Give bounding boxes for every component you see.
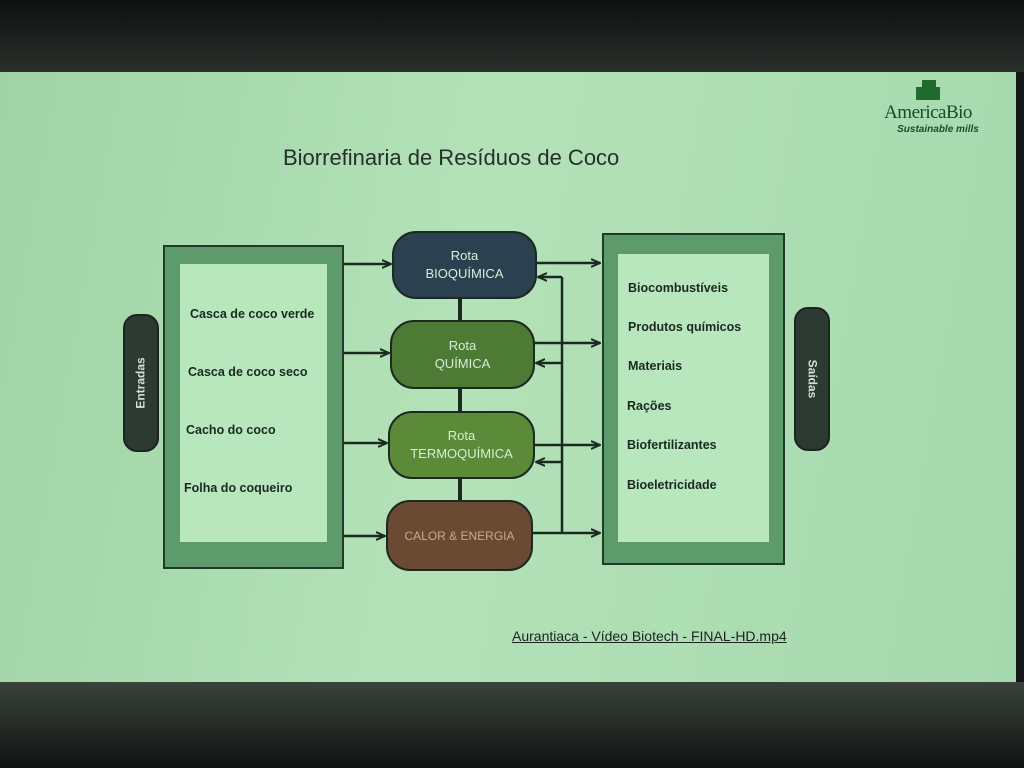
outputs-box: Biocombustíveis Produtos químicos Materi… xyxy=(602,233,785,565)
output-item: Biofertilizantes xyxy=(627,438,717,452)
route-line1: Rota xyxy=(447,428,476,443)
input-item: Casca de coco verde xyxy=(190,307,315,321)
route-line2: TERMOQUÍMICA xyxy=(410,446,513,461)
inputs-list: Casca de coco verde Casca de coco seco C… xyxy=(180,264,327,542)
slide-title: Biorrefinaria de Resíduos de Coco xyxy=(283,145,620,170)
output-item: Rações xyxy=(627,399,672,413)
outputs-list: Biocombustíveis Produtos químicos Materi… xyxy=(618,254,769,542)
route-label: CALOR & ENERGIA xyxy=(404,528,515,543)
room-background-bottom xyxy=(0,682,1024,768)
output-item: Bioeletricidade xyxy=(627,478,717,492)
inputs-label-pill: Entradas xyxy=(123,314,159,452)
route-line2: QUÍMICA xyxy=(434,355,491,371)
outputs-label: Saídas xyxy=(805,359,820,399)
logo-name: AmericaBio xyxy=(884,102,972,123)
output-item: Biocombustíveis xyxy=(628,281,729,295)
logo-icon xyxy=(914,80,942,100)
route-termoquimica: Rota TERMOQUÍMICA xyxy=(388,411,535,479)
inputs-box: Casca de coco verde Casca de coco seco C… xyxy=(163,245,344,569)
route-line1: Rota xyxy=(448,337,477,353)
route-line2: BIOQUÍMICA xyxy=(425,266,504,281)
room-background-top xyxy=(0,0,1024,72)
route-bioquimica: Rota BIOQUÍMICA xyxy=(392,231,537,299)
output-item: Produtos químicos xyxy=(628,320,742,334)
input-item: Cacho do coco xyxy=(186,423,276,437)
logo: AmericaBio Sustainable mills xyxy=(858,80,998,135)
inputs-label: Entradas xyxy=(134,357,149,409)
input-item: Casca de coco seco xyxy=(188,365,308,379)
logo-tagline: Sustainable mills xyxy=(897,124,979,135)
video-caption-link[interactable]: Aurantiaca - Vídeo Biotech - FINAL-HD.mp… xyxy=(512,628,787,644)
route-calor-energia: CALOR & ENERGIA xyxy=(386,500,533,571)
route-line1: Rota xyxy=(450,248,479,263)
output-item: Materiais xyxy=(628,359,683,373)
route-quimica: Rota QUÍMICA xyxy=(390,320,535,389)
input-item: Folha do coqueiro xyxy=(184,481,293,495)
outputs-label-pill: Saídas xyxy=(794,307,830,451)
